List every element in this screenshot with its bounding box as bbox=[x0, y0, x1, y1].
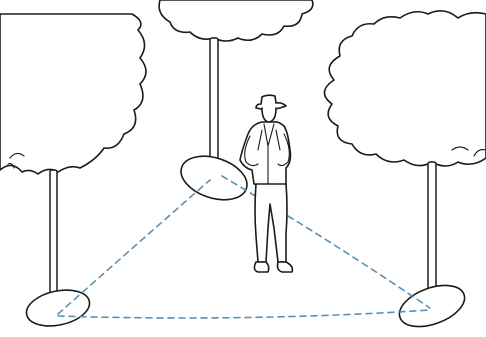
left-shoe bbox=[254, 262, 268, 272]
standing-man bbox=[240, 95, 292, 272]
head bbox=[262, 108, 276, 122]
center-tree-trunk bbox=[210, 38, 218, 176]
left-tree-canopy bbox=[0, 14, 146, 174]
left-tree-trunk bbox=[50, 170, 57, 302]
center-tree-canopy bbox=[159, 0, 313, 41]
left-tree bbox=[0, 14, 146, 331]
dashed-triangle bbox=[58, 176, 430, 318]
triangle-edge-bottom bbox=[58, 310, 430, 318]
right-tree-trunk bbox=[428, 162, 436, 302]
right-tree-canopy bbox=[324, 11, 486, 166]
hat bbox=[256, 95, 286, 109]
triangle-edge-right bbox=[222, 176, 430, 308]
center-tree bbox=[159, 0, 313, 208]
right-tree bbox=[324, 11, 486, 335]
legs bbox=[255, 184, 287, 262]
right-shoe bbox=[278, 262, 293, 272]
